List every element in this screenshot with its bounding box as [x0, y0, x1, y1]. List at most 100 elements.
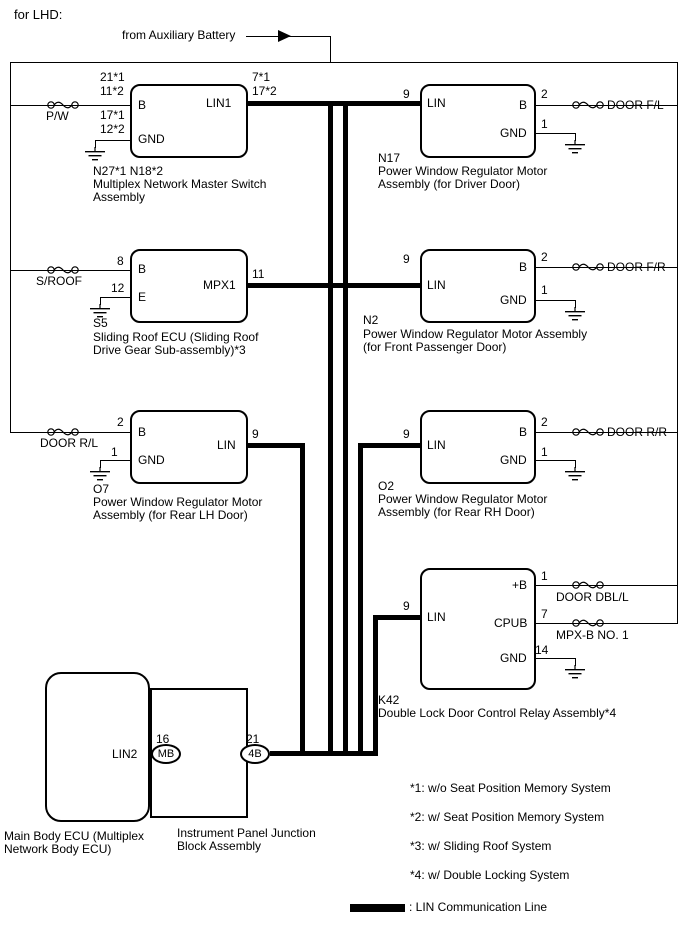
component-name: Block Assembly: [177, 839, 262, 853]
component-code: O7: [93, 482, 110, 496]
pin-number: 17*1: [100, 108, 125, 122]
component-name: Network Body ECU): [4, 842, 112, 856]
wire-segment: [536, 585, 678, 586]
pin-number: 9: [403, 252, 410, 266]
wire-segment: [536, 300, 576, 301]
ground-icon: [90, 467, 110, 481]
ground-icon: [565, 140, 585, 154]
wire-segment: [100, 460, 130, 461]
wire-segment: [10, 432, 130, 433]
pin-label: LIN: [427, 278, 446, 292]
component-code: S5: [93, 316, 108, 330]
component-name: Double Lock Door Control Relay Assembly*…: [378, 706, 617, 720]
connector-4b: 4B: [240, 744, 270, 764]
wire-segment: [536, 267, 678, 268]
wire-segment: [575, 300, 576, 308]
supply-label: S/ROOF: [36, 274, 83, 288]
inline-connector-icon: [47, 266, 79, 274]
pin-label: GND: [138, 453, 165, 467]
main-body-ecu-box: [45, 672, 150, 822]
wire-segment: [575, 460, 576, 468]
pin-number: 1: [541, 445, 548, 459]
wire-segment: [10, 270, 130, 271]
inline-connector-icon: [572, 101, 604, 109]
pin-number: 8: [117, 254, 124, 268]
wire-segment: [536, 432, 678, 433]
inline-connector-icon: [47, 428, 79, 436]
pin-number: 1: [541, 569, 548, 583]
passenger-motor-box: [420, 249, 536, 323]
pin-number: 7*1: [252, 70, 271, 84]
component-code: K42: [378, 693, 400, 707]
lin-bus-segment: [343, 101, 348, 756]
sliding-roof-ecu-box: [130, 249, 248, 323]
pin-label: GND: [138, 132, 165, 146]
wire-segment: [95, 140, 96, 148]
wire-segment: [536, 133, 576, 134]
component-code: O2: [378, 479, 395, 493]
lin-bus-segment: [248, 443, 305, 448]
pin-number: 16: [156, 732, 170, 746]
pin-label: MPX1: [203, 278, 236, 292]
pin-label: LIN: [427, 610, 446, 624]
pin-label: B: [138, 262, 147, 276]
lin-bus-segment: [358, 443, 363, 756]
component-name: Power Window Regulator Motor Assembly: [363, 327, 588, 341]
wire-segment: [10, 62, 11, 433]
supply-label: DOOR F/L: [607, 98, 664, 112]
pin-number: 21*1: [100, 70, 125, 84]
wire-segment: [536, 658, 576, 659]
pin-label: CPUB: [494, 616, 528, 630]
legend-bus-swatch: [350, 904, 405, 912]
wire-segment: [536, 623, 678, 624]
pin-number: 2: [541, 87, 548, 101]
rear-rh-motor-box: [420, 410, 536, 484]
rear-lh-motor-box: [130, 410, 248, 484]
component-name: Power Window Regulator Motor: [93, 495, 263, 509]
lin-bus-segment: [270, 751, 378, 756]
legend-label: : LIN Communication Line: [409, 900, 548, 914]
component-name: Power Window Regulator Motor: [378, 492, 548, 506]
lin-bus-segment: [248, 101, 420, 106]
component-code: N27*1 N18*2: [93, 164, 164, 178]
pin-label: B: [519, 260, 528, 274]
component-name: (for Front Passenger Door): [363, 340, 507, 354]
lin-bus-segment: [373, 615, 420, 620]
wire-segment: [10, 105, 130, 106]
supply-label: MPX-B NO. 1: [556, 628, 629, 642]
component-code: N17: [378, 151, 401, 165]
lin-bus-segment: [373, 615, 378, 756]
supply-label: DOOR R/R: [607, 425, 667, 439]
pin-label: B: [138, 425, 147, 439]
supply-label: DOOR DBL/L: [556, 590, 629, 604]
master-switch-box: [130, 84, 248, 158]
pin-number: 9: [403, 87, 410, 101]
component-name: Assembly (for Driver Door): [378, 177, 521, 191]
pin-label: GND: [500, 126, 527, 140]
pin-label: B: [519, 425, 528, 439]
pin-label: E: [138, 290, 147, 304]
wire-segment: [100, 460, 101, 468]
pin-label: B: [138, 98, 147, 112]
wire-segment: [330, 36, 331, 63]
pin-number: 1: [541, 117, 548, 131]
pin-number: 11*2: [100, 84, 124, 98]
variant-label: for LHD:: [14, 7, 63, 22]
pin-number: 2: [541, 415, 548, 429]
wire-segment: [575, 658, 576, 666]
double-lock-relay-box: [420, 568, 536, 690]
pin-label: LIN2: [112, 747, 138, 761]
pin-number: 21: [246, 732, 260, 746]
battery-source-label: from Auxiliary Battery: [122, 28, 236, 42]
wire-segment: [536, 105, 678, 106]
pin-label: LIN: [427, 438, 446, 452]
wire-segment: [575, 133, 576, 141]
pin-number: 9: [252, 427, 259, 441]
inline-connector-icon: [572, 263, 604, 271]
ground-icon: [565, 307, 585, 321]
wire-segment: [10, 62, 678, 63]
lin-bus-segment: [358, 443, 420, 448]
inline-connector-icon: [572, 428, 604, 436]
supply-label: DOOR F/R: [607, 260, 666, 274]
